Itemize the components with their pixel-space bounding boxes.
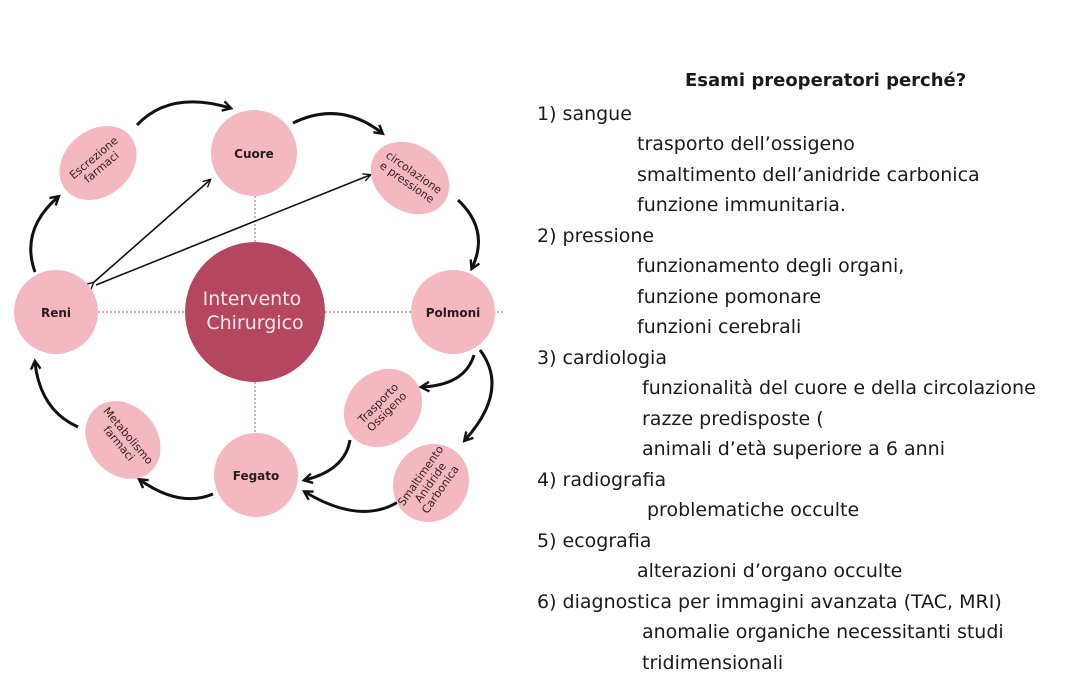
section-item: problematiche occulte bbox=[537, 495, 1036, 526]
section-item: alterazioni d’organo occulte bbox=[537, 556, 1036, 587]
arrow-fegato-metabolismo bbox=[140, 480, 213, 499]
section-item: smaltimento dell’anidride carbonica bbox=[537, 160, 1036, 191]
node-polmoni: Polmoni bbox=[411, 270, 495, 354]
node-reni: Reni bbox=[14, 270, 98, 354]
section-item: funzione pomonare bbox=[537, 282, 1036, 313]
section-item: razze predisposte ( bbox=[537, 404, 1036, 435]
notes-title: Esami preoperatori perché? bbox=[685, 66, 1036, 97]
svg-text:Cuore: Cuore bbox=[234, 147, 274, 161]
node-escrezione: Escrezionefarmaci bbox=[45, 111, 152, 216]
section-item: funzioni cerebrali bbox=[537, 312, 1036, 343]
arrow-reni-cuore bbox=[93, 180, 210, 283]
node-cuore: Cuore bbox=[211, 110, 297, 196]
section-label: 4) radiografia bbox=[537, 465, 1036, 496]
section-item: funzione immunitaria. bbox=[537, 190, 1036, 221]
arrow-escrezione-cuore bbox=[137, 102, 230, 125]
node-metabolismo: Metabolismofarmaci bbox=[70, 386, 176, 494]
svg-text:Polmoni: Polmoni bbox=[426, 306, 481, 320]
arrow-reni-escrezione bbox=[31, 197, 58, 272]
section-label: 6) diagnostica per immagini avanzata (TA… bbox=[537, 587, 1036, 618]
section-item: funzionalità del cuore e della circolazi… bbox=[537, 373, 1036, 404]
arrow-polmoni-trasporto bbox=[422, 355, 474, 387]
arrow-smaltimento-fegato bbox=[305, 492, 398, 511]
section-item: funzionamento degli organi, bbox=[537, 251, 1036, 282]
arrow-trasporto-fegato bbox=[305, 440, 350, 480]
node-circolazione: circolazionee pressione bbox=[357, 127, 464, 229]
section-item: animali d’età superiore a 6 anni bbox=[537, 434, 1036, 465]
section-item: tridimensionali bbox=[537, 648, 1036, 678]
organ-cycle-diagram: Intervento Chirurgico Cuore circolazione… bbox=[0, 0, 520, 540]
section-label: 2) pressione bbox=[537, 221, 1036, 252]
section-item: anomalie organiche necessitanti studi bbox=[537, 617, 1036, 648]
svg-text:Fegato: Fegato bbox=[233, 469, 280, 483]
preoperative-exams-notes: Esami preoperatori perché? 1) sangue tra… bbox=[537, 66, 1036, 678]
section-item: trasporto dell’ossigeno bbox=[537, 129, 1036, 160]
section-label: 1) sangue bbox=[537, 99, 1036, 130]
node-smaltimento: SmaltimentoAnidrideCarbonica bbox=[378, 429, 485, 537]
svg-text:Reni: Reni bbox=[41, 306, 71, 320]
section-label: 5) ecografia bbox=[537, 526, 1036, 557]
arrow-metabolismo-reni bbox=[35, 362, 78, 427]
section-label: 3) cardiologia bbox=[537, 343, 1036, 374]
arrow-circolazione-polmoni bbox=[458, 200, 478, 268]
node-fegato: Fegato bbox=[214, 433, 298, 517]
arrow-cuore-circolazione bbox=[293, 114, 382, 133]
